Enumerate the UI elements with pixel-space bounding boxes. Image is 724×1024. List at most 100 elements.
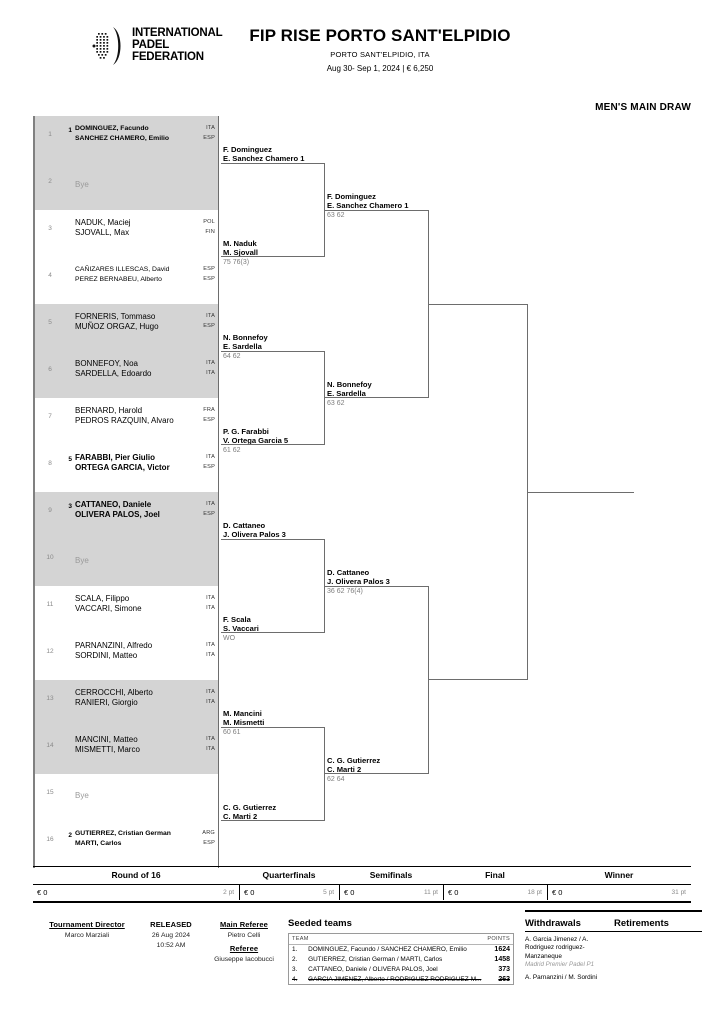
seeded-table-header-row: TEAM POINTS [289, 934, 513, 945]
country-code-2: ESP [203, 134, 215, 141]
player-name-2: PEDROS RAZQUIN, Alvaro [75, 415, 174, 425]
country-code-2: ITA [206, 369, 215, 376]
seeded-team-row: 3.CATTANEO, Daniele / OLIVERA PALOS, Joe… [289, 965, 513, 975]
winner-name-2: C. Marti 2 [223, 812, 258, 822]
main-referee-label: Main Referee [220, 920, 268, 929]
winner-name-2: J. Olivera Palos 3 [223, 530, 286, 540]
player-name-2: MUÑOZ ORGAZ, Hugo [75, 321, 159, 331]
winner-name-2: E. Sanchez Chamero 1 [327, 201, 409, 211]
country-code-1: ITA [206, 642, 215, 648]
released-block: RELEASED 26 Aug 2024 10:52 AM [136, 920, 206, 949]
winner-name-1: M. Naduk [223, 239, 257, 248]
round2-connector-2 [221, 351, 325, 445]
ipf-logo-text: INTERNATIONAL PADEL FEDERATION [132, 27, 223, 63]
player-name-1: FARABBI, Pier Giulio [75, 453, 156, 462]
main-referee-block: Main Referee Pietro Celli Referee Giusep… [203, 920, 285, 963]
entry-seed-number: 5 [68, 456, 72, 463]
withdrawal-item: A. Garcia Jimenez / A. Rodriguez rodrigu… [525, 936, 589, 960]
seeded-rank: 1. [292, 946, 298, 954]
round-header-1: Round of 16 [111, 870, 161, 880]
country-code-2: ESP [203, 839, 215, 846]
page-header: INTERNATIONAL PADEL FEDERATION FIP RISE … [0, 0, 724, 113]
entry-line-number: 2 [48, 178, 52, 185]
tournament-dates-prize: Aug 30- Sep 1, 2024 | € 6,250 [326, 64, 434, 73]
entry-line-number: 15 [46, 789, 54, 796]
rounds-bottom-rule [33, 901, 691, 903]
entry-line-number: 3 [48, 225, 52, 232]
country-code-2: ESP [203, 322, 215, 329]
winner-name-2: E. Sanchez Chamero 1 [223, 154, 305, 164]
match-score: 64 62 [223, 353, 241, 360]
entry-line-number: 10 [46, 554, 54, 561]
draw-type-label: MEN'S MAIN DRAW [595, 102, 691, 113]
country-code-2: ITA [206, 745, 215, 752]
seeded-col-points: POINTS [484, 934, 513, 945]
round3-connector-1 [325, 210, 429, 398]
round-prize-money: € 0 [37, 888, 48, 897]
country-code-1: ITA [206, 595, 215, 601]
logo-line-1: INTERNATIONAL [132, 27, 223, 40]
country-code-1: ITA [206, 313, 215, 319]
round-header-5: Winner [604, 870, 634, 880]
player-name-1: BERNARD, Harold [75, 406, 143, 415]
entry-line-number: 7 [48, 413, 52, 420]
player-name-1: NADUK, Maciej [75, 218, 131, 227]
withdrawals-list: A. Garcia Jimenez / A. Rodriguez rodrigu… [525, 936, 617, 982]
winner-name-1: F. Dominguez [327, 192, 376, 201]
country-code-1: ARG [202, 830, 215, 836]
seeded-teams-table: TEAM POINTS 1.DOMINGUEZ, Facundo / SANCH… [288, 933, 514, 986]
rounds-rule [33, 884, 691, 885]
player-name-2: MARTI, Carlos [75, 839, 122, 847]
winner-name-2: M. Mismetti [223, 718, 265, 728]
entry-line-number: 8 [48, 460, 52, 467]
tournament-director-label: Tournament Director [49, 920, 125, 929]
entry-seed-number: 1 [68, 127, 72, 134]
tournament-title-block: FIP RISE PORTO SANT'ELPIDIO PORTO SANT'E… [180, 26, 580, 73]
winner-name-2: J. Olivera Palos 3 [327, 577, 390, 587]
winner-name-1: F. Scala [223, 615, 251, 624]
country-code-1: ITA [206, 689, 215, 695]
semifinal-connector [429, 304, 528, 680]
